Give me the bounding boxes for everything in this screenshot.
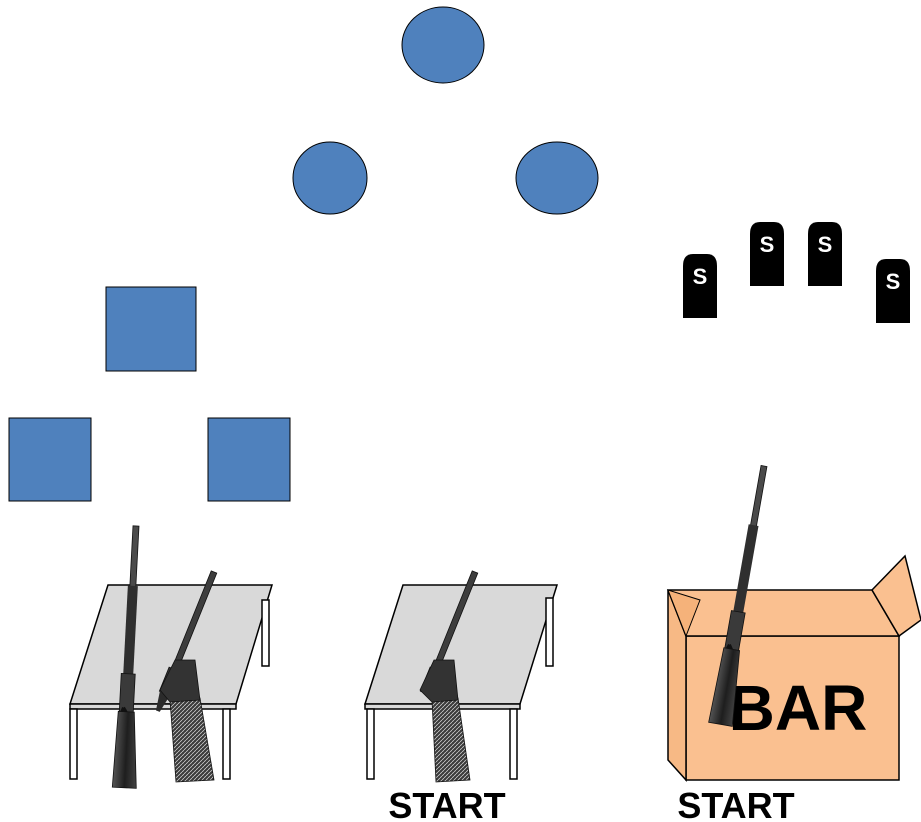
plate-target-left — [292, 141, 368, 215]
start-label-station-2: START — [388, 785, 505, 822]
lever-rifle-1 — [111, 525, 140, 789]
bar-crate: BAR — [666, 554, 921, 782]
silhouette-letter: S — [760, 232, 775, 257]
shotgun-1-stock — [159, 659, 215, 783]
silhouette-target-2: S — [750, 222, 784, 286]
plate-target-top — [401, 6, 485, 84]
shotgun-plate-targets — [292, 6, 599, 215]
square-targets — [8, 286, 291, 502]
plate-target-right — [515, 141, 599, 215]
silhouette-letter: S — [818, 232, 833, 257]
silhouette-target-1: S — [683, 254, 717, 318]
silhouette-letter: S — [693, 264, 708, 289]
square-target-top — [105, 286, 197, 372]
silhouette-letter: S — [886, 269, 901, 294]
loading-table-1 — [68, 584, 274, 780]
square-target-right — [207, 417, 291, 502]
silhouette-target-3: S — [808, 222, 842, 286]
silhouette-target-4: S — [876, 259, 910, 323]
crate-label: BAR — [729, 672, 868, 744]
lever-rifle-crate — [708, 465, 768, 727]
start-label-station-3: START — [677, 785, 794, 822]
silhouette-targets: S S S S — [683, 222, 910, 323]
shotgun-2-stock — [419, 659, 471, 783]
square-target-left — [8, 417, 92, 502]
